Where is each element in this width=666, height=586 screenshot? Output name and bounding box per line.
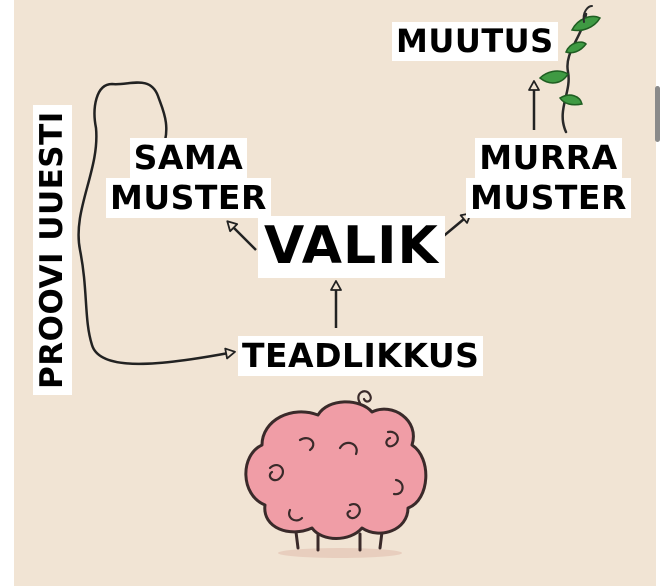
arrow-to-sama-muster xyxy=(226,220,257,251)
label-murra-muster-line2: MUSTER xyxy=(466,178,631,218)
label-murra-muster-line1: MURRA xyxy=(475,138,622,178)
label-murra-muster: MURRA MUSTER xyxy=(466,138,631,218)
brain-illustration xyxy=(244,390,428,552)
label-sama-muster: SAMA MUSTER xyxy=(106,138,271,218)
brain-shadow xyxy=(278,548,402,558)
label-muutus: MUUTUS xyxy=(392,22,558,61)
vertical-scrollbar[interactable] xyxy=(655,86,660,142)
label-sama-muster-line2: MUSTER xyxy=(106,178,271,218)
loop-retry-line xyxy=(77,81,236,366)
sprout-illustration xyxy=(538,5,602,134)
label-sama-muster-line1: SAMA xyxy=(129,138,248,178)
label-valik: VALIK xyxy=(258,216,445,278)
label-proovi-uuesti: PROOVI UUESTI xyxy=(33,105,72,395)
label-teadlikkus: TEADLIKKUS xyxy=(238,336,484,376)
